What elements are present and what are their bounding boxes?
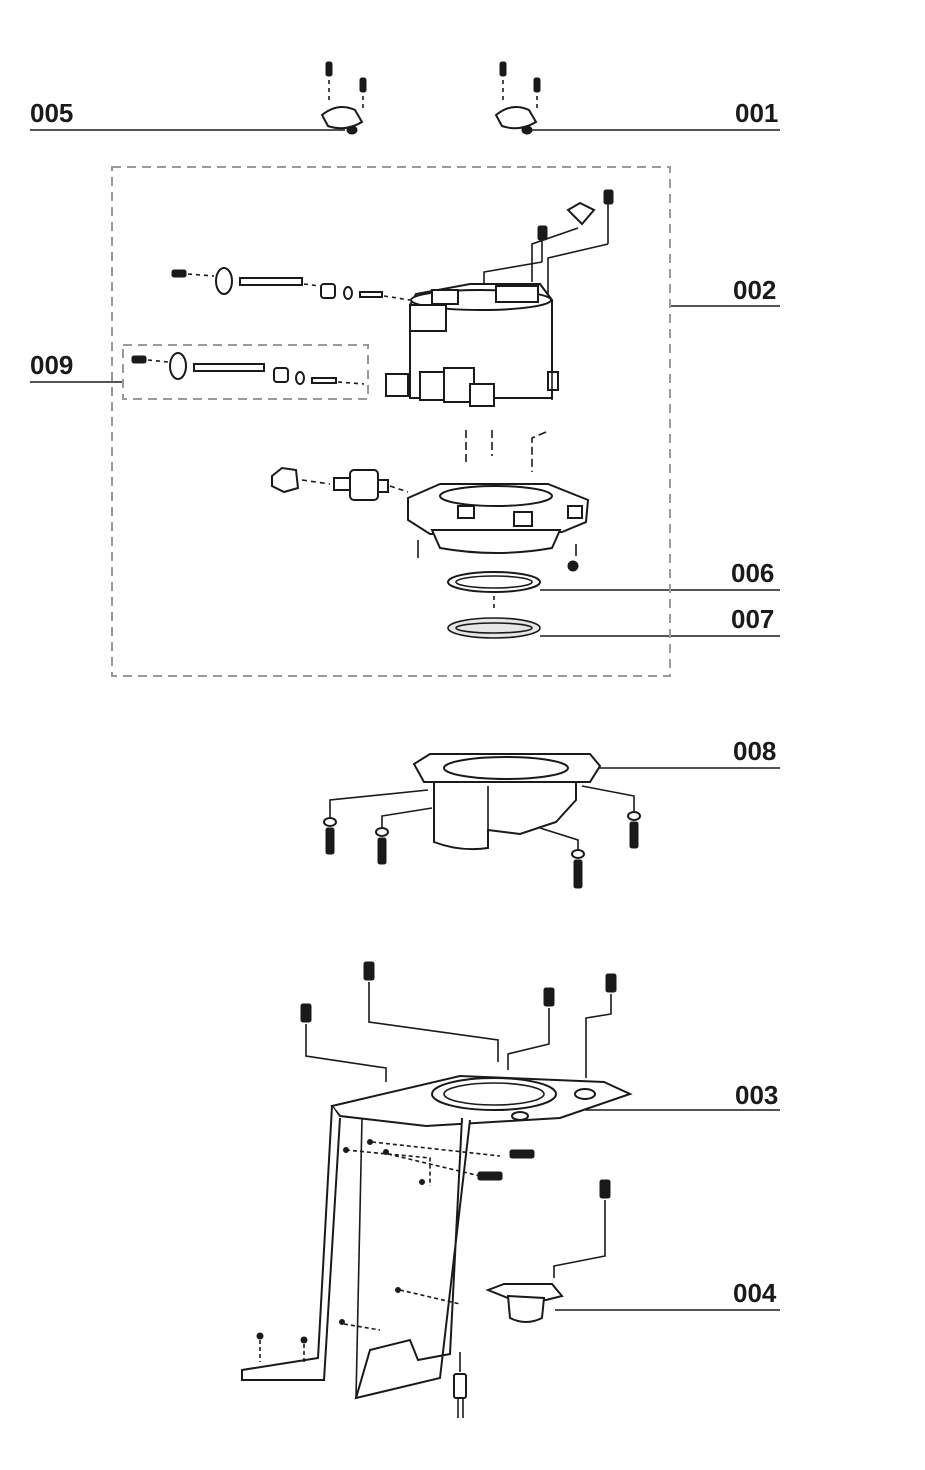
callout-001: 001 [528, 98, 780, 131]
callout-label-007: 007 [731, 604, 774, 634]
clip-part-001 [494, 61, 541, 135]
callout-label-009: 009 [30, 350, 73, 380]
callout-002: 002 [670, 275, 780, 307]
callout-label-004: 004 [733, 1278, 777, 1308]
rod-subassembly-009 [122, 344, 369, 400]
boiler-lower-plate [271, 466, 590, 572]
callout-008: 008 [598, 736, 780, 769]
callout-003: 003 [585, 1080, 780, 1111]
callout-007: 007 [540, 604, 780, 637]
bracket-003 [241, 961, 633, 1418]
callout-006: 006 [540, 558, 780, 591]
gasket-007 [447, 617, 541, 639]
clamp-part-004 [485, 1179, 611, 1323]
mounting-flange-008 [323, 753, 641, 889]
assembly-002-outline [111, 166, 671, 677]
gasket-006 [447, 571, 541, 612]
callout-label-005: 005 [30, 98, 73, 128]
upper-rod-assembly [171, 267, 411, 301]
boiler-body [385, 283, 559, 472]
callout-label-008: 008 [733, 736, 776, 766]
callout-005: 005 [30, 98, 345, 131]
callout-label-006: 006 [731, 558, 774, 588]
callout-label-001: 001 [735, 98, 778, 128]
callout-009: 009 [30, 350, 123, 383]
boiler-top-fasteners [483, 189, 614, 372]
callout-label-002: 002 [733, 275, 776, 305]
clip-part-005 [320, 61, 367, 135]
callout-004: 004 [555, 1278, 780, 1311]
subassembly-009-outline [122, 344, 369, 400]
callout-label-003: 003 [735, 1080, 778, 1110]
